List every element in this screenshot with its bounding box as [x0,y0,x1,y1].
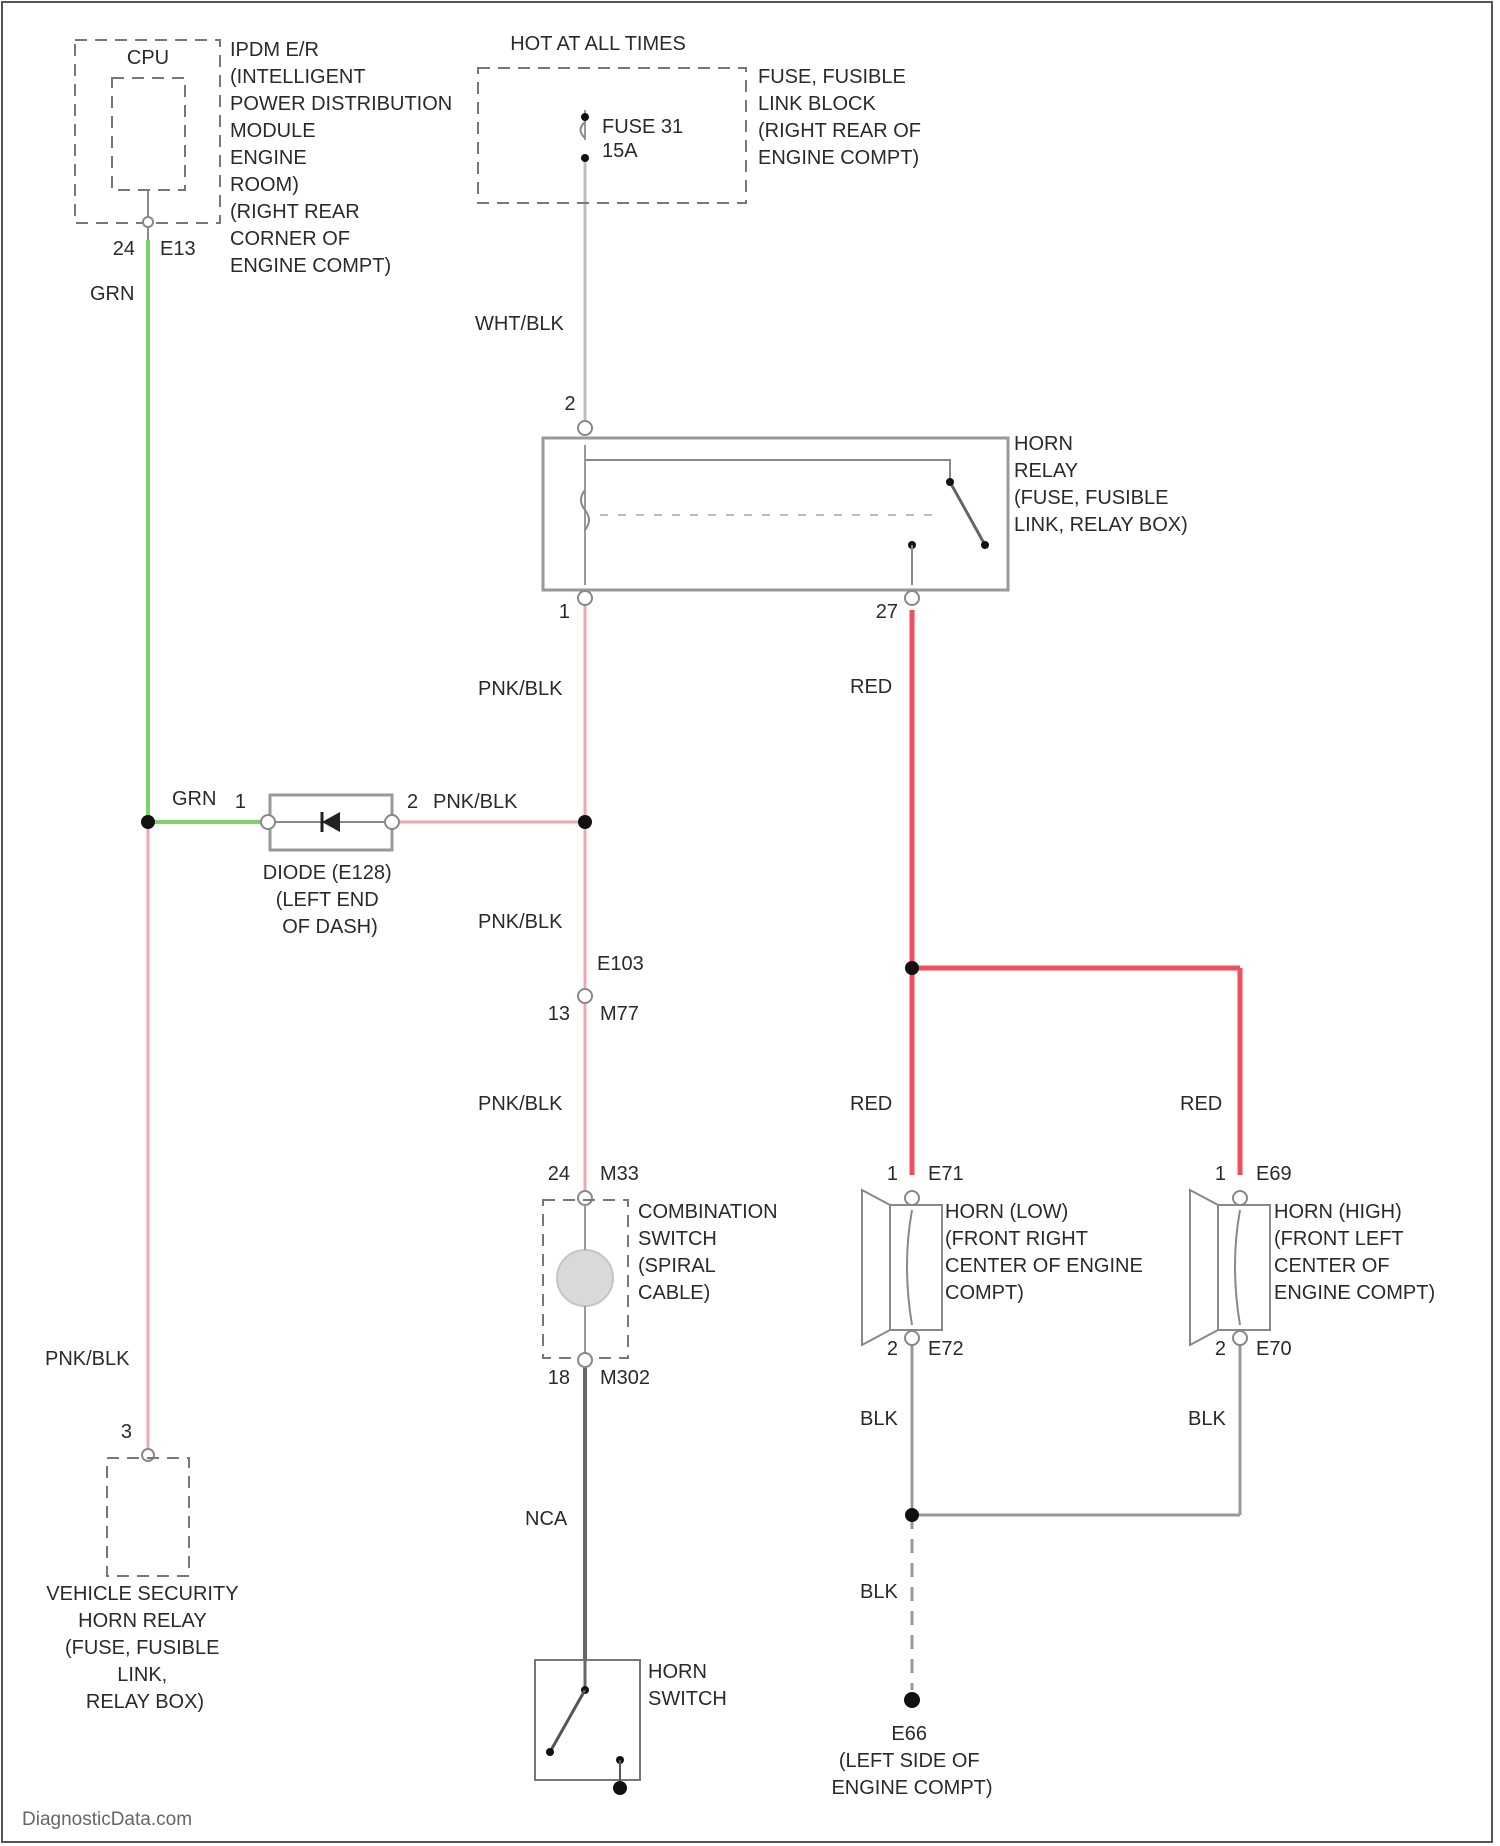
horn-low-pin-top-circle [905,1191,919,1205]
horn-high-conn-top: E69 [1256,1163,1292,1185]
comb-pin-bottom-circle [578,1353,592,1367]
security-relay-description: VEHICLE SECURITY HORN RELAY (FUSE, FUSIB… [46,1583,243,1713]
horn-switch-ground-dot [613,1781,627,1795]
combination-switch-description: COMBINATION SWITCH (SPIRAL CABLE) [638,1201,783,1304]
comb-pin-top: 24 [548,1163,570,1185]
fuse-block-description: FUSE, FUSIBLE LINK BLOCK (RIGHT REAR OF … [758,66,927,169]
horn-low-conn-bottom: E72 [928,1338,964,1360]
blk-label-2: BLK [1188,1408,1226,1430]
diode-pin-right-circle [385,815,399,829]
ipdm-pin [143,217,153,227]
cpu-outline [112,78,185,190]
relay-pin-top: 2 [564,393,575,415]
grn-label-mid: GRN [172,788,216,810]
horn-high-pin-top: 1 [1215,1163,1226,1185]
blk-label-1: BLK [860,1408,898,1430]
relay-contact-pivot [946,478,954,486]
horn-high-description: HORN (HIGH) (FRONT LEFT CENTER OF ENGINE… [1274,1201,1435,1304]
junction-red [905,961,919,975]
pnk-blk-label-4: PNK/BLK [478,1093,563,1115]
comb-conn-bottom: M302 [600,1367,650,1389]
horn-switch-description: HORN SWITCH [648,1661,727,1710]
diode-description: DIODE (E128) (LEFT END OF DASH) [263,862,398,938]
fuse-name: FUSE 31 [602,116,683,138]
red-label-2: RED [850,1093,892,1115]
ipdm-connector: E13 [160,238,196,260]
horn-low-description: HORN (LOW) (FRONT RIGHT CENTER OF ENGINE… [945,1201,1148,1304]
pnk-blk-label-3: PNK/BLK [478,911,563,933]
horn-low-pin-bottom: 2 [887,1338,898,1360]
horn-switch-arm [550,1690,585,1752]
security-relay-outline [107,1458,189,1576]
pnk-blk-label-2: PNK/BLK [433,791,518,813]
horn-switch-box [535,1660,640,1780]
relay-pin-bottom-left-circle [578,591,592,605]
junction-center [578,815,592,829]
nca-label: NCA [525,1508,568,1530]
comb-conn-top: M33 [600,1163,639,1185]
relay-pin-top-circle [578,421,592,435]
relay-contact-arm [950,482,985,545]
ground-description: E66 (LEFT SIDE OF ENGINE COMPT) [831,1723,992,1799]
relay-contact-tip [981,541,989,549]
horn-low-pin-bottom-circle [905,1331,919,1345]
security-relay-pin-circle [142,1449,154,1461]
horn-high-pin-top-circle [1233,1191,1247,1205]
relay-pin-bottom-right: 27 [876,601,898,623]
cpu-label: CPU [127,47,169,69]
fuse-header: HOT AT ALL TIMES [510,33,686,55]
horn-high-coil [1235,1210,1240,1325]
horn-low-pin-top: 1 [887,1163,898,1185]
horn-high-body [1218,1205,1270,1330]
relay-pin-bottom-right-circle [905,591,919,605]
horn-low-coil [907,1210,912,1325]
watermark: DiagnosticData.com [22,1809,192,1830]
pnk-blk-label-1: PNK/BLK [478,678,563,700]
blk-label-3: BLK [860,1581,898,1603]
diode-pin-right: 2 [407,791,418,813]
fuse-terminal-bottom [581,154,589,162]
horn-low-body [890,1205,942,1330]
junction-left [141,815,155,829]
m77-label: M77 [600,1003,639,1025]
ipdm-pin-number: 24 [113,238,135,260]
red-label-1: RED [850,676,892,698]
horn-high-pin-bottom: 2 [1215,1338,1226,1360]
diode-pin-left: 1 [235,791,246,813]
red-label-3: RED [1180,1093,1222,1115]
horn-high-conn-bottom: E70 [1256,1338,1292,1360]
horn-low-bell-icon [862,1190,890,1345]
comb-pin-top-circle [578,1191,592,1205]
relay-common-line [585,460,950,480]
grn-label-top: GRN [90,283,134,305]
horn-low-conn-top: E71 [928,1163,964,1185]
e103-connector-circle [578,989,592,1003]
wht-blk-label: WHT/BLK [475,313,565,335]
diode-symbol-icon [322,812,340,832]
fuse-terminal-top [581,113,589,121]
pnk-blk-label-5: PNK/BLK [45,1348,130,1370]
relay-pin-bottom-left: 1 [559,601,570,623]
comb-pin-bottom: 18 [548,1367,570,1389]
horn-switch-terminal-left [546,1748,554,1756]
security-relay-pin: 3 [121,1421,132,1443]
horn-relay-description: HORN RELAY (FUSE, FUSIBLE LINK, RELAY BO… [1014,433,1188,536]
horn-high-pin-bottom-circle [1233,1331,1247,1345]
e103-label: E103 [597,953,644,975]
diode-pin-left-circle [261,815,275,829]
horn-high-bell-icon [1190,1190,1218,1345]
junction-blk [905,1508,919,1522]
ground-icon [904,1692,920,1708]
ipdm-description: IPDM E/R (INTELLIGENT POWER DISTRIBUTION… [230,39,458,277]
fuse-rating: 15A [602,140,638,162]
spiral-cable-icon [557,1250,613,1306]
e103-pin: 13 [548,1003,570,1025]
